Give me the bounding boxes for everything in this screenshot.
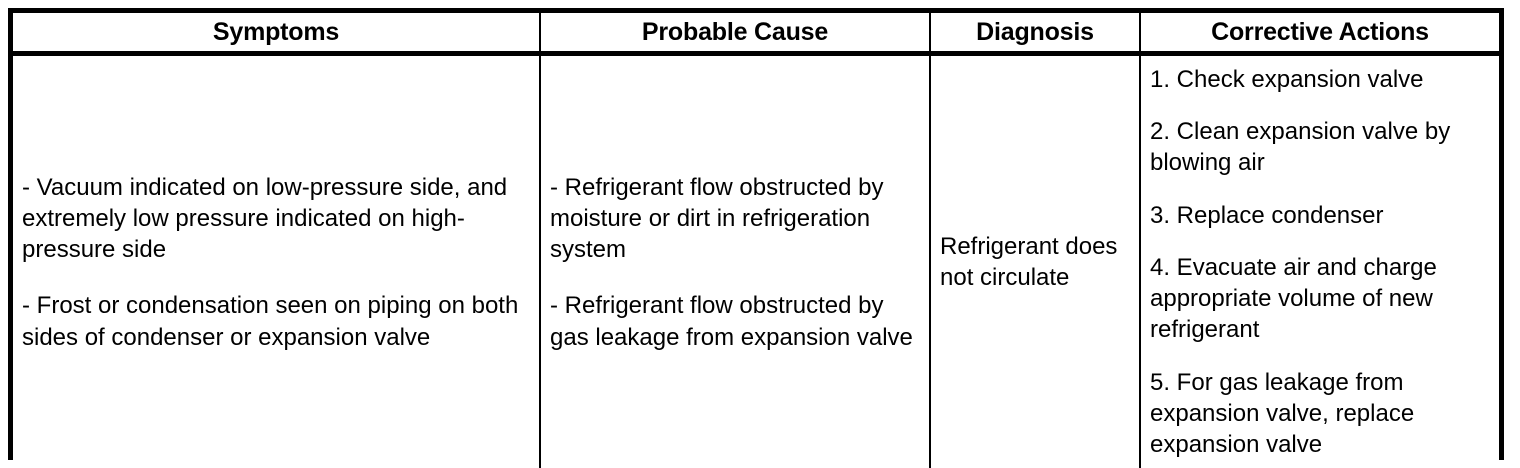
table-row: - Vacuum indicated on low-pressure side,… [13,53,1499,468]
troubleshooting-table: Symptoms Probable Cause Diagnosis Correc… [13,13,1499,468]
corrective-action-item: 5. For gas leakage from expansion valve,… [1150,368,1415,459]
table-header-row: Symptoms Probable Cause Diagnosis Correc… [13,13,1499,56]
cell-probable-cause: - Refrigerant flow obstructed by moistur… [540,53,931,468]
column-header-diagnosis: Diagnosis [930,13,1141,56]
symptom-item: - Vacuum indicated on low-pressure side,… [22,173,508,263]
table-body: - Vacuum indicated on low-pressure side,… [13,53,1499,468]
symptom-item: - Frost or condensation seen on piping o… [22,292,519,351]
corrective-action-item: 2. Clean expansion valve by blowing air [1150,118,1451,177]
column-header-corrective-actions: Corrective Actions [1140,13,1499,56]
troubleshooting-table-container: Symptoms Probable Cause Diagnosis Correc… [8,8,1504,468]
probable-cause-item: - Refrigerant flow obstructed by gas lea… [550,292,913,351]
cell-corrective-actions: 1. Check expansion valve 2. Clean expans… [1140,53,1499,468]
probable-cause-item: - Refrigerant flow obstructed by moistur… [550,173,884,263]
cell-symptoms: - Vacuum indicated on low-pressure side,… [13,53,541,468]
column-header-symptoms: Symptoms [13,13,541,56]
cell-diagnosis: Refrigerant does not circulate [930,53,1141,468]
table-header: Symptoms Probable Cause Diagnosis Correc… [13,13,1499,56]
diagnosis-item: Refrigerant does not circulate [940,232,1118,292]
corrective-action-item: 1. Check expansion valve [1150,66,1424,93]
corrective-action-item: 3. Replace condenser [1150,201,1384,229]
corrective-action-item: 4. Evacuate air and charge appropriate v… [1150,254,1437,344]
column-header-probable-cause: Probable Cause [540,13,931,56]
